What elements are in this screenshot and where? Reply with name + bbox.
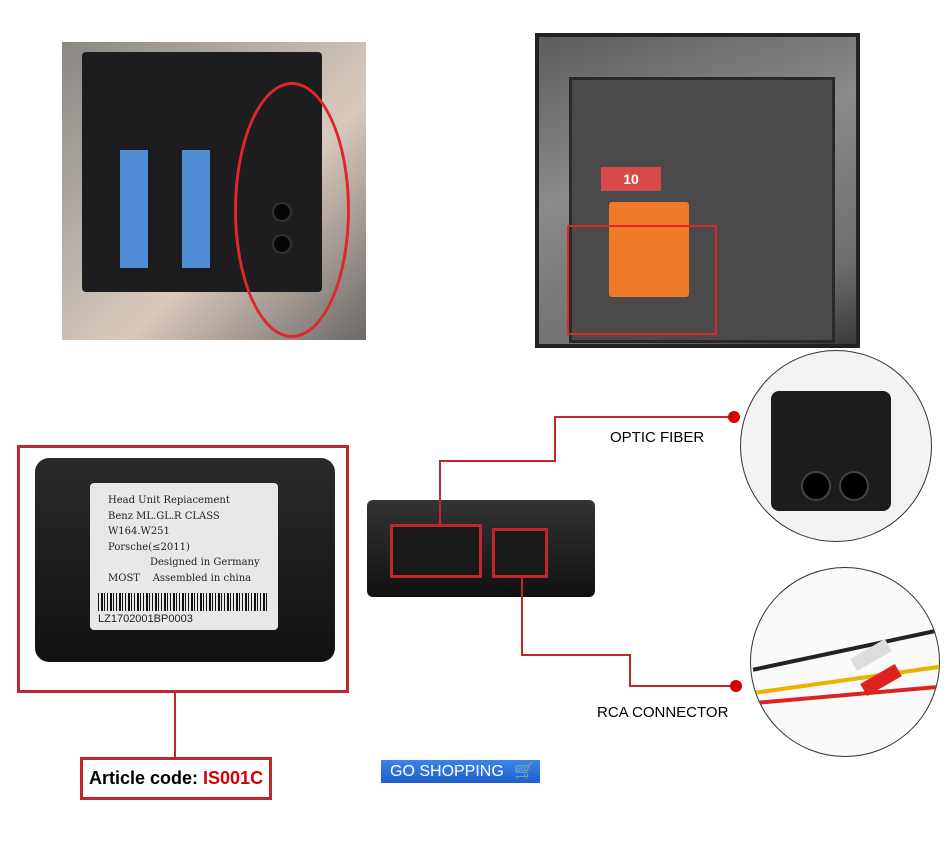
car-socket-photo: 10 <box>535 33 860 348</box>
optic-port-highlight <box>390 524 482 578</box>
article-code: Article code: IS001C <box>80 757 272 800</box>
barcode <box>98 593 268 611</box>
power-port-highlight <box>492 528 548 578</box>
module-frame <box>17 445 349 693</box>
serial-number: LZ1702001BP0003 <box>98 613 193 625</box>
optic-port <box>609 202 689 297</box>
shopping-cart-icon: 🛒 <box>514 763 534 780</box>
go-shopping-button[interactable]: GO SHOPPING 🛒 <box>381 760 540 783</box>
rca-cable-closeup <box>750 567 940 757</box>
optic-fiber-closeup <box>740 350 932 542</box>
fuse: 10 <box>601 167 661 191</box>
highlight-ellipse <box>234 82 350 338</box>
connector-in-hand-photo <box>62 42 366 340</box>
optic-fiber-label: OPTIC FIBER <box>610 429 705 446</box>
highlight-box <box>567 225 717 335</box>
module-label: Head Unit Repiacement Benz ML.GL.R CLASS… <box>90 483 278 630</box>
rca-connector-label: RCA CONNECTOR <box>597 704 729 721</box>
